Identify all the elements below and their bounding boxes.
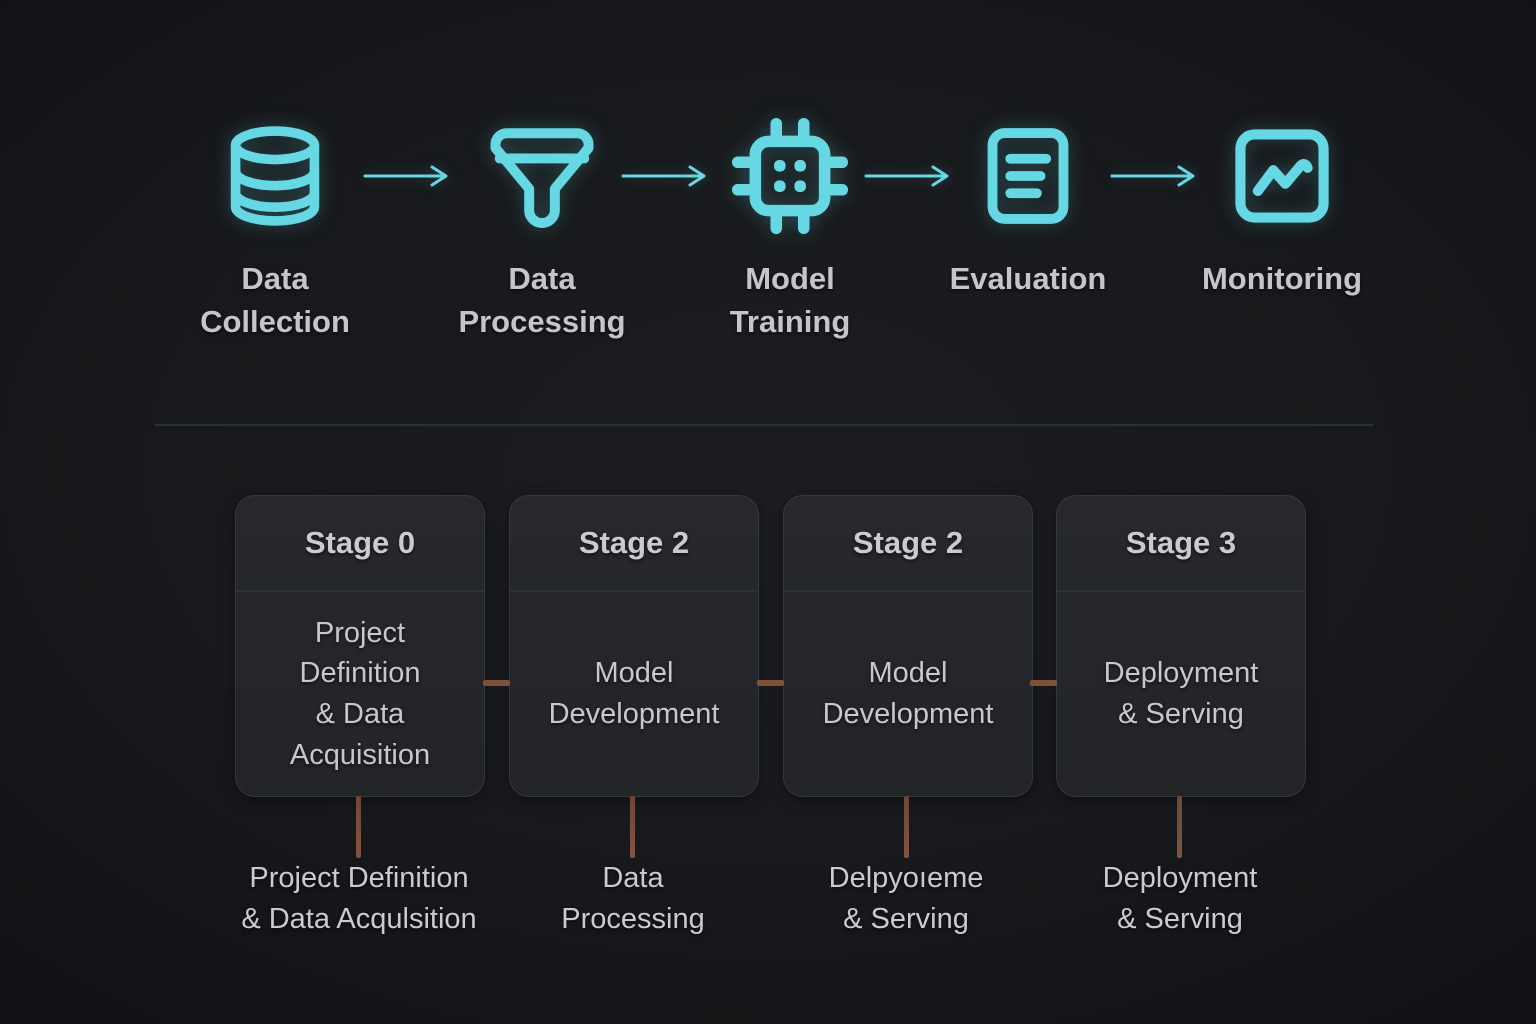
pipeline-step-label: Data Collection	[200, 261, 350, 340]
stage-caption: Delpyoıeme & Serving	[828, 862, 984, 935]
card-connector-line	[757, 680, 784, 686]
stage-caption: Project Definition & Data Acqulsition	[241, 862, 477, 935]
caption-connector-line	[1177, 796, 1182, 858]
pipeline-step-model-training: Model Training	[660, 110, 920, 344]
stage-card-header: Stage 2	[510, 496, 758, 592]
caption-connector-line	[630, 796, 635, 858]
pipeline-step-label: Model Training	[729, 261, 851, 340]
pipeline-step-data-collection: Data Collection	[145, 110, 405, 344]
funnel-icon	[485, 110, 599, 242]
stage-card-body: Model Development	[822, 657, 994, 730]
pipeline-step-monitoring: Monitoring	[1152, 110, 1412, 300]
arrow-right-icon	[360, 162, 456, 195]
stage-card-body: Model Development	[548, 657, 720, 730]
pipeline-step-data-processing: Data Processing	[412, 110, 672, 344]
stage-caption: Data Processing	[561, 862, 705, 935]
pipeline-step-label: Evaluation	[949, 261, 1107, 296]
stage-card-1: Stage 2 Model Development	[509, 495, 759, 797]
stage-card-header: Stage 0	[236, 496, 484, 592]
pipeline-step-label: Monitoring	[1201, 261, 1363, 296]
stage-card-body: Deployment & Serving	[1103, 657, 1259, 730]
activity-chart-icon	[1224, 110, 1340, 242]
arrow-right-icon	[1107, 162, 1203, 195]
card-connector-line	[483, 680, 510, 686]
stage-card-2: Stage 2 Model Development	[783, 495, 1033, 797]
card-connector-line	[1030, 680, 1057, 686]
stage-card-header: Stage 2	[784, 496, 1032, 592]
database-icon	[220, 110, 330, 242]
caption-connector-line	[356, 796, 361, 858]
arrow-right-icon	[861, 162, 957, 195]
chip-icon	[724, 110, 856, 242]
stage-caption: Deployment & Serving	[1102, 862, 1258, 935]
arrow-right-icon	[618, 162, 714, 195]
pipeline-step-label: Data Processing	[458, 261, 626, 340]
stage-card-body: Project Definition & Data Acquisition	[289, 616, 431, 771]
caption-connector-line	[904, 796, 909, 858]
stage-card-0: Stage 0 Project Definition & Data Acquis…	[235, 495, 485, 797]
document-report-icon	[972, 110, 1084, 242]
stage-card-header: Stage 3	[1057, 496, 1305, 592]
pipeline-step-evaluation: Evaluation	[898, 110, 1158, 300]
stage-card-3: Stage 3 Deployment & Serving	[1056, 495, 1306, 797]
section-divider	[155, 424, 1373, 426]
